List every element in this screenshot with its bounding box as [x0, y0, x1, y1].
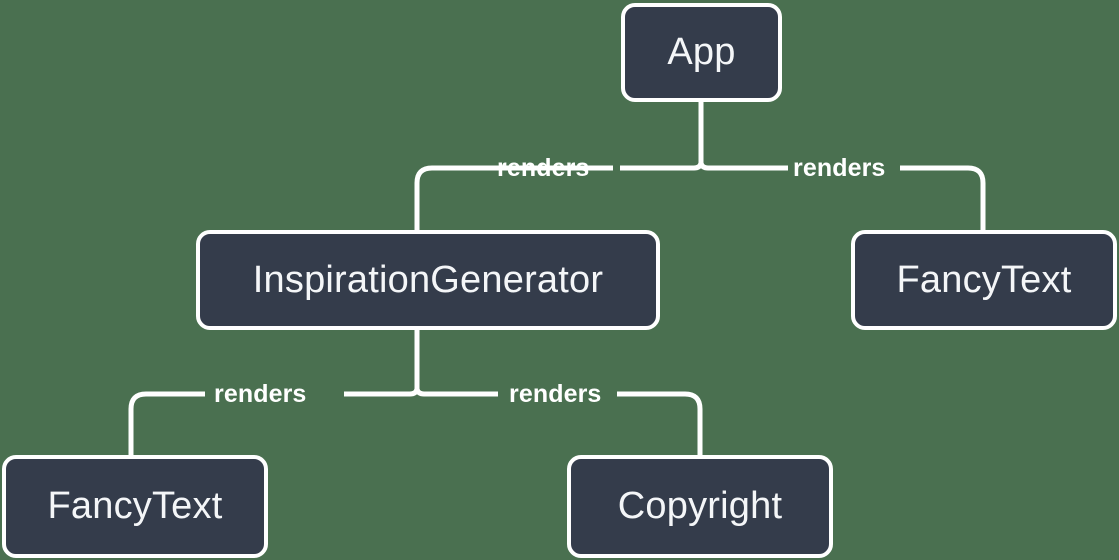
edge-label-app-to-inspiration-generator: renders	[497, 154, 590, 182]
node-inspiration-generator[interactable]: InspirationGenerator	[196, 230, 660, 330]
node-fancytext-bottom-label: FancyText	[47, 485, 223, 527]
node-fancytext-right[interactable]: FancyText	[851, 230, 1117, 330]
edge-app-to-fancytext-right	[698, 162, 986, 230]
node-fancytext-bottom[interactable]: FancyText	[2, 455, 268, 558]
node-copyright[interactable]: Copyright	[567, 455, 833, 558]
edge-label-inspiration-generator-to-copyright: renders	[509, 380, 602, 408]
node-app[interactable]: App	[621, 3, 782, 102]
node-app-label: App	[667, 31, 736, 73]
edge-label-inspiration-generator-to-fancytext-bottom: renders	[214, 380, 307, 408]
edge-label-app-to-fancytext-right: renders	[793, 154, 886, 182]
edge-inspirationgenerator-to-copyright	[414, 388, 703, 455]
node-inspiration-generator-label: InspirationGenerator	[252, 258, 604, 301]
node-copyright-label: Copyright	[617, 485, 783, 527]
node-fancytext-right-label: FancyText	[896, 258, 1072, 301]
